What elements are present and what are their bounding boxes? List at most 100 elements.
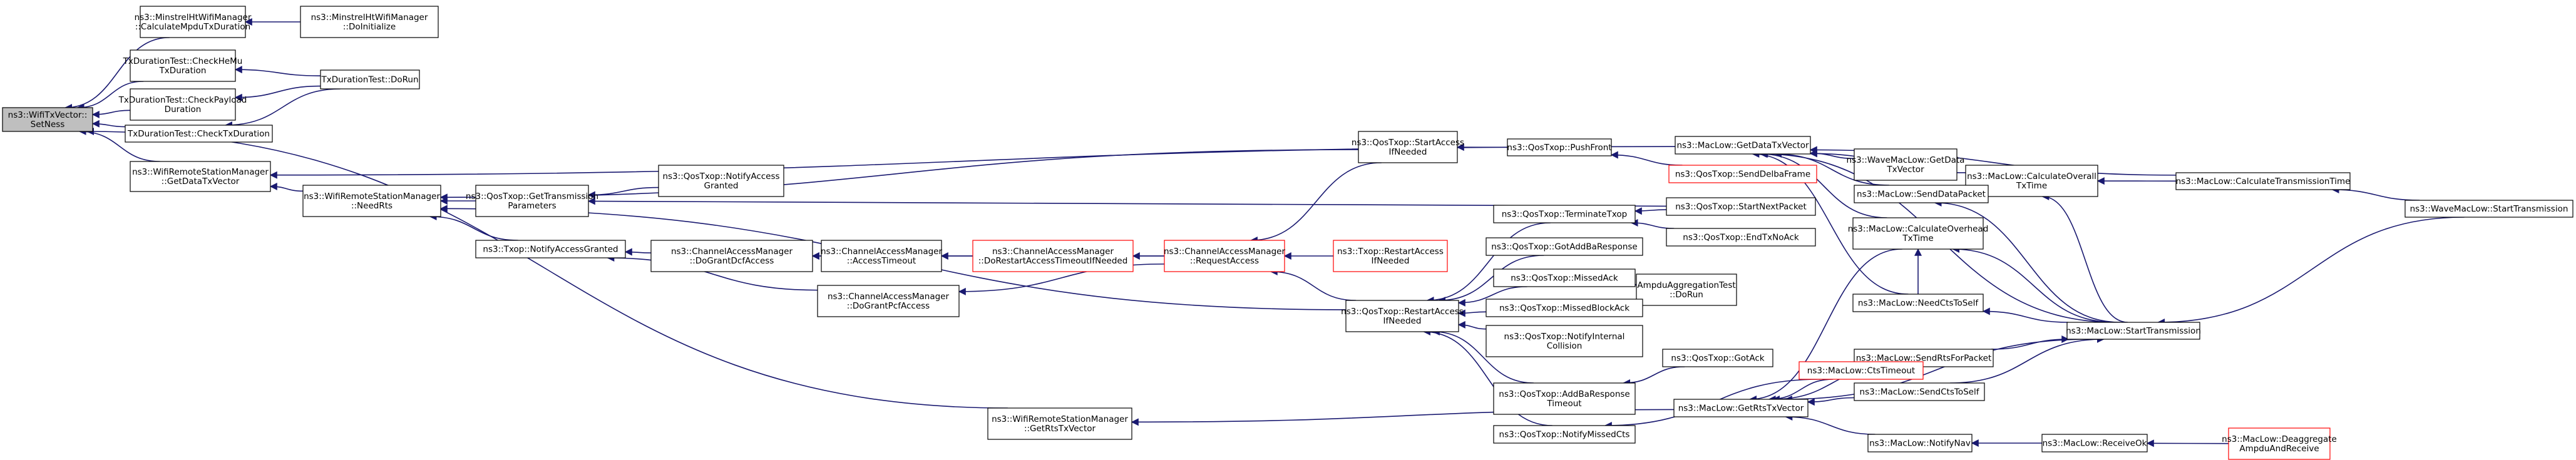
node-label: ns3::WifiRemoteStationManager <box>132 167 269 177</box>
call-edge <box>1950 335 2105 384</box>
node-label: ns3::WaveMacLow::GetData <box>1847 155 1965 165</box>
node-box <box>302 185 441 217</box>
graph-node[interactable]: ns3::QosTxop::PushFront <box>1507 138 1612 156</box>
node-label: ns3::MacLow::SendCtsToSelf <box>1860 387 1980 397</box>
node-label: ns3::MinstrelHtWifiManager <box>135 13 252 23</box>
node-label: ns3::QosTxop::GetTransmission <box>466 192 598 202</box>
node-label: ns3::MacLow::SendDataPacket <box>1857 190 1986 200</box>
node-label: Collision <box>1547 341 1583 351</box>
call-edge <box>1423 328 1552 426</box>
node-label: IfNeeded <box>1372 256 1410 266</box>
node-box <box>2404 200 2573 218</box>
node-label: ::RequestAccess <box>1190 256 1259 266</box>
node-box <box>1852 217 1984 250</box>
call-edge <box>1768 379 1834 403</box>
graph-node[interactable]: ns3::MacLow::CtsTimeout <box>1799 361 1924 380</box>
graph-node[interactable]: ns3::WifiRemoteStationManager::GetRtsTxV… <box>987 407 1132 440</box>
graph-node[interactable]: ns3::MinstrelHtWifiManager::DoInitialize <box>300 6 439 38</box>
call-edge <box>607 254 818 291</box>
graph-node[interactable]: ns3::MinstrelHtWifiManager::CalculateMpd… <box>135 6 252 38</box>
node-label: ns3::QosTxop::NotifyMissedCts <box>1499 430 1630 440</box>
graph-node[interactable]: TxDurationTest::DoRun <box>320 69 420 89</box>
node-label: ns3::MacLow::NotifyNav <box>1869 439 1971 449</box>
node-box <box>300 6 439 38</box>
node-box <box>1854 185 1989 203</box>
node-label: ns3::QosTxop::MissedBlockAck <box>1499 304 1629 314</box>
graph-node[interactable]: ns3::QosTxop::TerminateTxop <box>1493 205 1636 223</box>
graph-node[interactable]: ns3::WifiRemoteStationManager::GetDataTx… <box>130 161 271 192</box>
graph-node[interactable]: ns3::QosTxop::MissedAck <box>1493 268 1636 287</box>
node-label: TxDuration <box>159 66 207 76</box>
node-box <box>817 285 960 317</box>
node-label: ns3::WifiTxVector:: <box>8 110 88 120</box>
graph-node[interactable]: ns3::ChannelAccessManager::DoGrantDcfAcc… <box>650 240 813 272</box>
node-label: ns3::QosTxop::SendDelbaFrame <box>1675 170 1810 180</box>
node-label: ::GetRtsTxVector <box>1024 424 1096 434</box>
call-edge <box>2331 186 2420 201</box>
graph-node[interactable]: ns3::QosTxop::SendDelbaFrame <box>1668 165 1817 183</box>
node-label: ns3::MacLow::CalculateTransmissionTime <box>2176 176 2351 187</box>
node-label: Timeout <box>1546 399 1581 409</box>
graph-node[interactable]: ns3::QosTxop::EndTxNoAck <box>1666 228 1816 247</box>
node-box <box>1493 268 1636 287</box>
graph-node[interactable]: ns3::QosTxop::GotAddBaResponse <box>1486 237 1643 256</box>
node-box <box>1486 325 1643 357</box>
call-edge <box>2157 217 2465 326</box>
graph-node[interactable]: ns3::WaveMacLow::StartTransmission <box>2404 200 2573 218</box>
graph-node[interactable]: ns3::Txop::NotifyAccessGranted <box>475 240 626 258</box>
node-label: ns3::MacLow::CalculateOverhead <box>1848 224 1989 234</box>
graph-node[interactable]: ns3::WifiTxVector::SetNess <box>2 107 93 132</box>
call-edge <box>1982 307 2068 323</box>
graph-node[interactable]: ns3::QosTxop::StartNextPacket <box>1666 197 1816 216</box>
node-box <box>1636 273 1737 306</box>
node-box <box>1668 165 1817 183</box>
graph-node[interactable]: ns3::ChannelAccessManager::AccessTimeout <box>821 240 943 272</box>
graph-node[interactable]: ns3::MacLow::SendDataPacket <box>1854 185 1989 203</box>
graph-node[interactable]: ns3::ChannelAccessManager::DoGrantPcfAcc… <box>817 285 960 317</box>
node-label: ns3::WifiRemoteStationManager <box>992 414 1128 424</box>
call-edge <box>76 81 144 111</box>
graph-node[interactable]: ns3::MacLow::ReceiveOk <box>2041 434 2148 452</box>
graph-node[interactable]: AmpduAggregationTest::DoRun <box>1636 273 1737 306</box>
graph-node[interactable]: ns3::QosTxop::MissedBlockAck <box>1486 299 1643 317</box>
graph-node[interactable]: ns3::MacLow::StartTransmission <box>2066 322 2201 340</box>
node-box <box>1493 425 1636 444</box>
graph-node[interactable]: ns3::MacLow::GetDataTxVector <box>1675 136 1811 155</box>
node-label: ns3::QosTxop::AddBaResponse <box>1499 389 1629 399</box>
graph-node[interactable]: ns3::MacLow::NotifyNav <box>1867 434 1973 452</box>
node-label: TxDurationTest::CheckTxDuration <box>127 129 270 139</box>
graph-node[interactable]: ns3::ChannelAccessManager::DoRestartAcce… <box>972 240 1134 272</box>
graph-node[interactable]: ns3::ChannelAccessManager::RequestAccess <box>1164 240 1286 272</box>
graph-node[interactable]: ns3::QosTxop::NotifyMissedCts <box>1493 425 1636 444</box>
graph-node[interactable]: ns3::MacLow::CalculateTransmissionTime <box>2175 172 2351 190</box>
node-box <box>972 240 1134 272</box>
call-edge <box>269 146 1676 179</box>
node-label: ns3::MinstrelHtWifiManager <box>311 13 428 23</box>
graph-node[interactable]: TxDurationTest::CheckTxDuration <box>125 125 273 143</box>
graph-node[interactable]: ns3::MacLow::GetRtsTxVector <box>1673 399 1809 417</box>
graph-node[interactable]: ns3::QosTxop::GotAck <box>1662 349 1773 367</box>
node-box <box>2041 434 2148 452</box>
graph-node[interactable]: ns3::QosTxop::NotifyAccessGranted <box>658 165 784 197</box>
node-label: ns3::QosTxop::EndTxNoAck <box>1683 233 1799 243</box>
node-label: ns3::QosTxop::StartAccess <box>1352 138 1464 148</box>
node-label: ns3::MacLow::CtsTimeout <box>1807 366 1915 376</box>
graph-node[interactable]: ns3::MacLow::SendCtsToSelf <box>1854 382 1985 401</box>
graph-node[interactable]: ns3::WaveMacLow::GetDataTxVector <box>1847 148 1965 181</box>
call-edge <box>1250 162 1382 244</box>
graph-node[interactable]: ns3::WifiRemoteStationManager::NeedRts <box>302 185 441 217</box>
node-label: ns3::ChannelAccessManager <box>671 247 793 257</box>
node-label: ns3::QosTxop::RestartAccess <box>1341 307 1464 317</box>
graph-node[interactable]: ns3::MacLow::NeedCtsToSelf <box>1852 294 1984 312</box>
node-box <box>130 49 236 82</box>
